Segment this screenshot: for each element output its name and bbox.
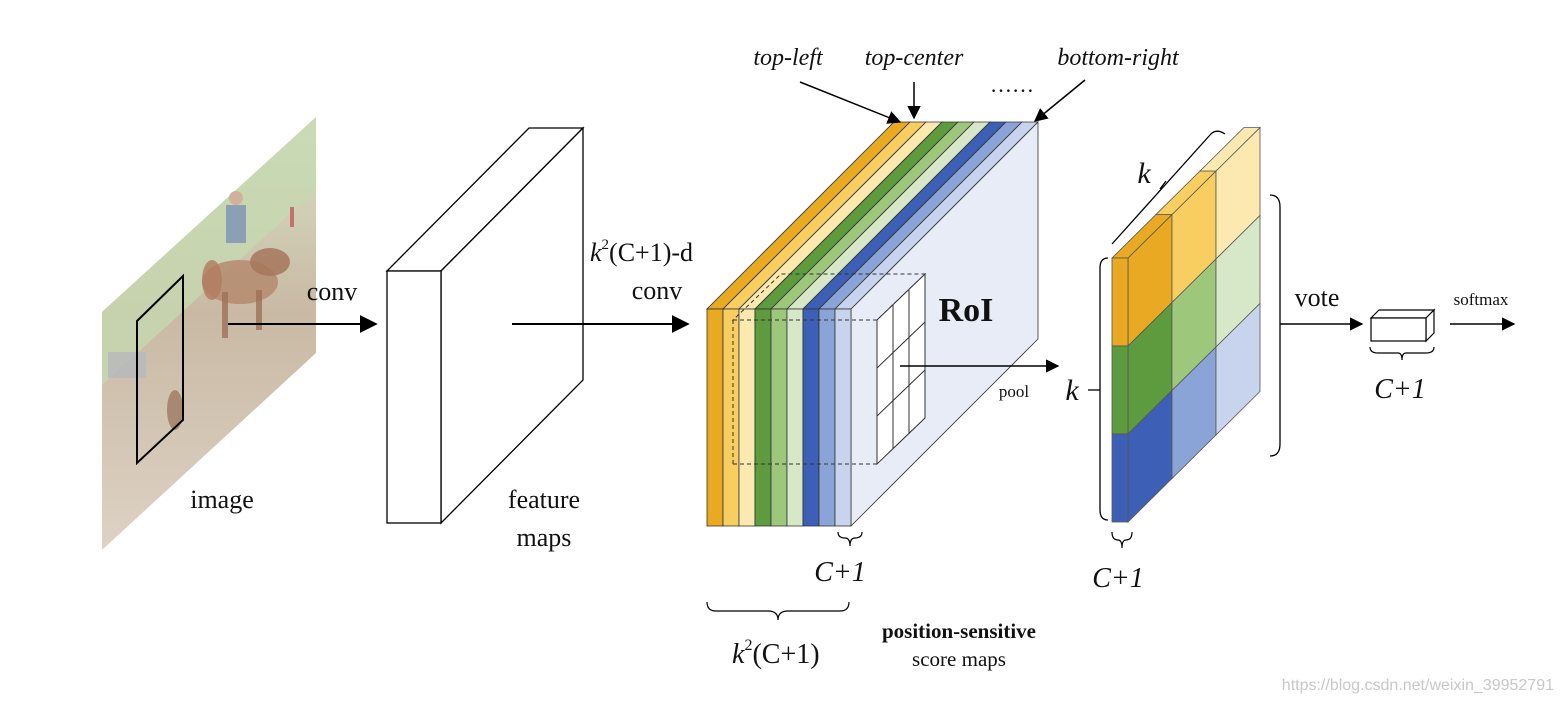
label-k2-rest: (C+1) [752, 639, 819, 670]
roi-grid-lines [876, 290, 926, 449]
score-map-front-6 [802, 308, 820, 527]
label-vote: vote [1295, 283, 1340, 312]
label-k2-conv: k2(C+1)-d [590, 237, 693, 267]
label-k2-conv-k: k [590, 238, 602, 267]
label-image: image [190, 485, 254, 514]
label-top-left: top-left [753, 45, 824, 71]
bracket-k-top [1111, 130, 1226, 245]
label-k2: k2(C+1) [732, 637, 820, 670]
roi-box-in-image [136, 273, 184, 466]
label-k-top: k [1137, 157, 1151, 190]
label-feature: feature [508, 485, 580, 514]
pooled-top-c2 [1199, 127, 1261, 172]
label-top-center: top-center [865, 45, 964, 71]
score-map-front-4 [770, 308, 788, 527]
label-maps: maps [517, 523, 572, 552]
label-k2-k: k [732, 639, 745, 670]
score-map-front-5 [786, 308, 804, 527]
input-image [102, 117, 316, 550]
score-map-front-0 [706, 308, 724, 527]
label-position-sensitive: position-sensitive [882, 619, 1036, 643]
bracket-k-left [1099, 257, 1109, 521]
watermark: https://blog.csdn.net/weixin_39952791 [1282, 677, 1554, 694]
label-score-maps: score maps [912, 647, 1006, 671]
label-c1-pool: C+1 [1092, 563, 1144, 594]
pooled-front-r2 [1111, 433, 1129, 523]
score-map-front-3 [754, 308, 772, 527]
label-softmax: softmax [1454, 290, 1509, 309]
label-k2-sup: 2 [744, 637, 752, 654]
label-k2-conv-rest: (C+1)-d [609, 238, 693, 267]
score-map-front-1 [722, 308, 740, 527]
feature-maps-box [385, 126, 585, 525]
label-conv: conv [307, 277, 358, 306]
bracket-vote [1269, 194, 1281, 457]
arrow-top-left [799, 81, 902, 124]
label-roi: RoI [939, 292, 994, 329]
bracket-c1-score [837, 531, 863, 547]
pooled-cell-r2-c2 [1215, 302, 1261, 436]
arrow-bottom-right [1033, 79, 1086, 122]
label-pool: pool [999, 382, 1030, 401]
pooled-front-r0 [1111, 257, 1129, 347]
label-bottom-right: bottom-right [1057, 45, 1180, 71]
bracket-k2 [706, 601, 850, 621]
tick-k-top [1159, 180, 1167, 190]
bracket-c1-pool [1111, 531, 1133, 549]
score-map-front-7 [818, 308, 836, 527]
label-c1-score: C+1 [814, 557, 866, 588]
output-vector-box [1369, 308, 1436, 343]
pooled-front-r1 [1111, 345, 1129, 435]
label-k2-conv-sup: 2 [602, 237, 610, 253]
score-map-front-8 [834, 308, 852, 527]
label-conv-2: conv [632, 276, 683, 305]
bracket-c1-out [1369, 346, 1435, 361]
label-k-left: k [1065, 374, 1079, 407]
pooled-grid [1111, 126, 1261, 523]
label-c1-out: C+1 [1374, 374, 1426, 405]
score-map-front-2 [738, 308, 756, 527]
label-dots: …… [990, 72, 1034, 97]
score-maps-stack [706, 121, 1039, 527]
